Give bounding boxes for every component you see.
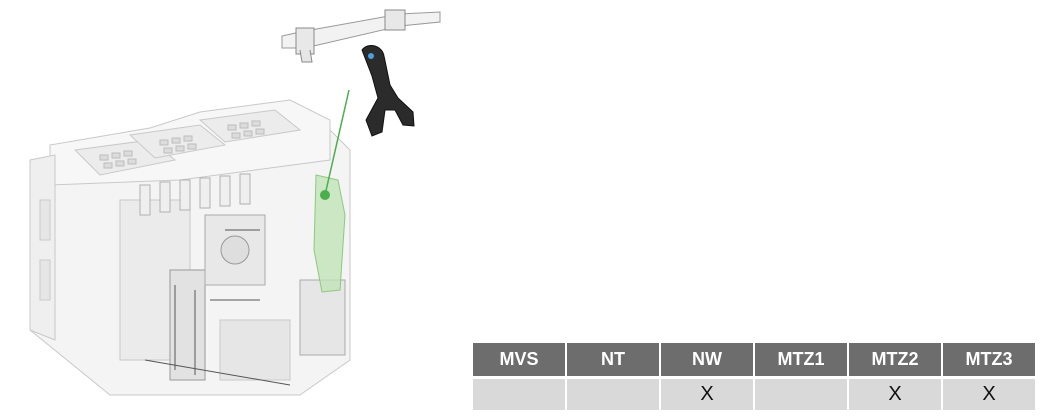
table-row: X X X — [473, 379, 1035, 410]
compatibility-table: MVS NT NW MTZ1 MTZ2 MTZ3 X X X — [471, 340, 1037, 413]
circuit-breaker-illustration — [29, 9, 441, 396]
cell-mvs — [473, 379, 565, 410]
header-nt: NT — [567, 343, 659, 376]
lever-icon — [361, 44, 415, 137]
cell-mtz1 — [755, 379, 847, 410]
header-mtz1: MTZ1 — [755, 343, 847, 376]
highlighted-interlock-part — [313, 89, 350, 293]
cell-mtz2: X — [849, 379, 941, 410]
header-nw: NW — [661, 343, 753, 376]
cell-nt — [567, 379, 659, 410]
circuit-breaker-icon — [29, 99, 351, 396]
header-mvs: MVS — [473, 343, 565, 376]
header-mtz3: MTZ3 — [943, 343, 1035, 376]
header-mtz2: MTZ2 — [849, 343, 941, 376]
cell-mtz3: X — [943, 379, 1035, 410]
table-header-row: MVS NT NW MTZ1 MTZ2 MTZ3 — [473, 343, 1035, 376]
cell-nw: X — [661, 379, 753, 410]
connecting-rod-icon — [281, 9, 441, 63]
